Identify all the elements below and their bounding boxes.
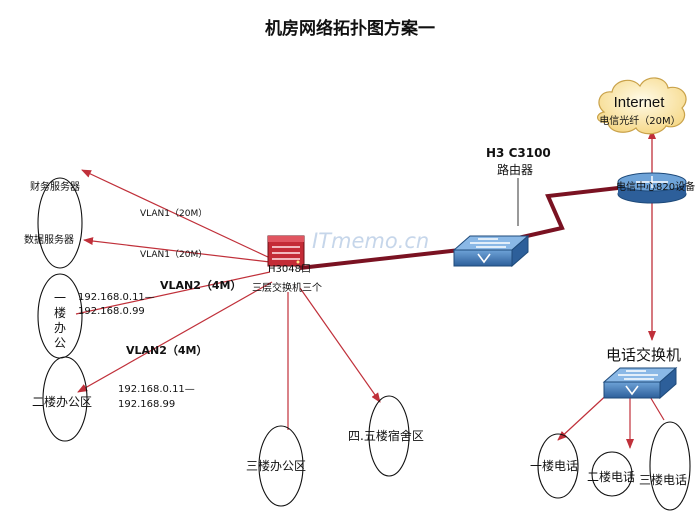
- ip-range-floor2-end: 192.168.99: [118, 399, 175, 410]
- core-switch-name: 三层交换机三个: [252, 281, 322, 294]
- floor3-office-label: 三楼办公区: [246, 458, 306, 473]
- phone-switch-icon: [602, 366, 678, 400]
- phone2-ellipse: [591, 451, 633, 497]
- link-finance-server: [81, 169, 271, 259]
- router-model: H3 C3100: [486, 146, 551, 160]
- link-router-isp: [517, 186, 619, 240]
- svg-text:办: 办: [54, 320, 66, 335]
- floor2-ellipse: [42, 356, 88, 442]
- router-name: 路由器: [497, 162, 533, 177]
- link-phone1: [557, 389, 613, 441]
- core-switch-icon: [267, 235, 305, 267]
- data-server-label: 数据服务器: [24, 233, 74, 246]
- floor2-office-label: 二楼办公区: [32, 394, 92, 409]
- vlan1-label-a: VLAN1（20M）: [140, 208, 207, 219]
- dorm-ellipse: [368, 395, 410, 477]
- svg-text:楼: 楼: [54, 305, 66, 320]
- phone3-ellipse: [649, 421, 691, 511]
- phone1-ellipse: [537, 433, 579, 499]
- link-core-router: [299, 248, 461, 270]
- watermark: ITmemo.cn: [312, 229, 429, 253]
- router-icon: [452, 234, 530, 268]
- link-floor2: [77, 281, 273, 393]
- ip-range-floor1-start: 192.168.0.11—: [78, 292, 155, 303]
- server-group-ellipse: [37, 177, 83, 269]
- isp-device-label: 电信中心820设备: [616, 180, 695, 193]
- link-data-server: [83, 237, 271, 263]
- isp-router-icon: [617, 172, 687, 204]
- vlan2-label-b: VLAN2（4M）: [126, 344, 208, 357]
- internet-cloud-icon: [597, 77, 687, 135]
- floor1-office-label: 一 楼 办 公: [54, 291, 66, 350]
- dorm-label: 四.五楼宿舍区: [348, 428, 424, 443]
- phone-switch-label: 电话交换机: [606, 346, 681, 364]
- vlan1-label-b: VLAN1（20M）: [140, 249, 207, 260]
- link-dorm: [299, 287, 381, 403]
- phone3-label: 三楼电话: [639, 472, 687, 487]
- finance-server-label: 财务服务器: [30, 180, 80, 193]
- svg-text:公: 公: [54, 336, 66, 350]
- link-floor1: [75, 271, 271, 315]
- ip-range-floor1-end: 192.168.0.99: [78, 306, 145, 317]
- core-switch-model: H3048口: [268, 264, 311, 275]
- internet-label: Internet: [614, 94, 666, 111]
- diagram-title: 机房网络拓扑图方案一: [265, 18, 435, 39]
- phone1-label: 一楼电话: [530, 458, 578, 473]
- phone2-label: 二楼电话: [587, 469, 635, 484]
- svg-text:一: 一: [54, 291, 66, 305]
- floor3-ellipse: [258, 425, 304, 507]
- ip-range-floor2-start: 192.168.0.11—: [118, 384, 195, 395]
- vlan2-label-a: VLAN2（4M）: [160, 279, 242, 292]
- internet-sublabel: 电信光纤（20M）: [599, 114, 680, 127]
